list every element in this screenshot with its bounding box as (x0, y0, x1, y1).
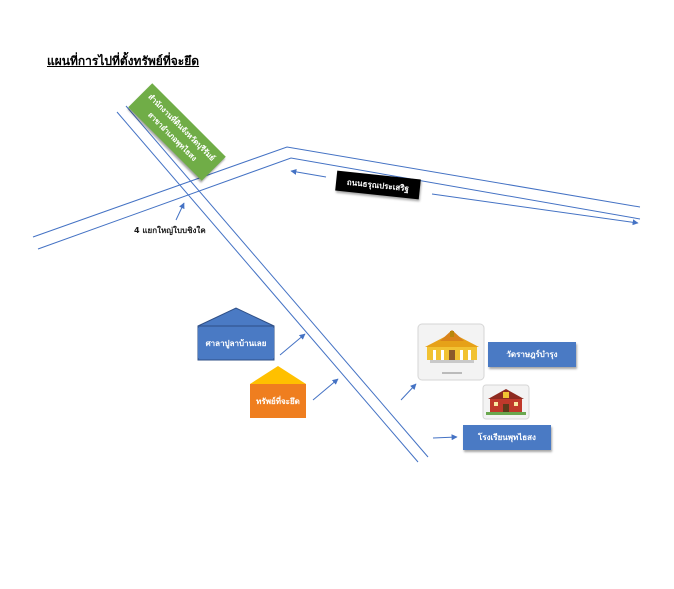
intersection-label: 4 แยกใหญ่ใบบชิงใค (134, 226, 206, 235)
direction-arrows (175, 168, 639, 441)
school-label: โรงเรียนพุทไธสง (463, 425, 551, 450)
road-arrow-left (290, 168, 327, 178)
temple-label: วัดราษฎร์บำรุง (488, 342, 576, 367)
intersection-arrow (175, 202, 185, 221)
property-label: ทรัพย์ที่จะยึด (250, 386, 306, 416)
pavilion-label: ศาลาปูลาบ้านเลย (198, 328, 274, 358)
horizontal-road (32, 146, 641, 250)
temple-arrow (400, 383, 417, 401)
diagonal-road (116, 105, 429, 463)
map-title: แผนที่การไปที่ตั้งทรัพย์ที่จะยึด (47, 54, 200, 68)
property-arrow (312, 378, 339, 401)
pavilion-arrow (279, 333, 306, 356)
school-arrow (432, 434, 458, 441)
temple-icon (417, 323, 485, 381)
road-arrow-right (431, 193, 639, 226)
school-icon (482, 384, 530, 420)
